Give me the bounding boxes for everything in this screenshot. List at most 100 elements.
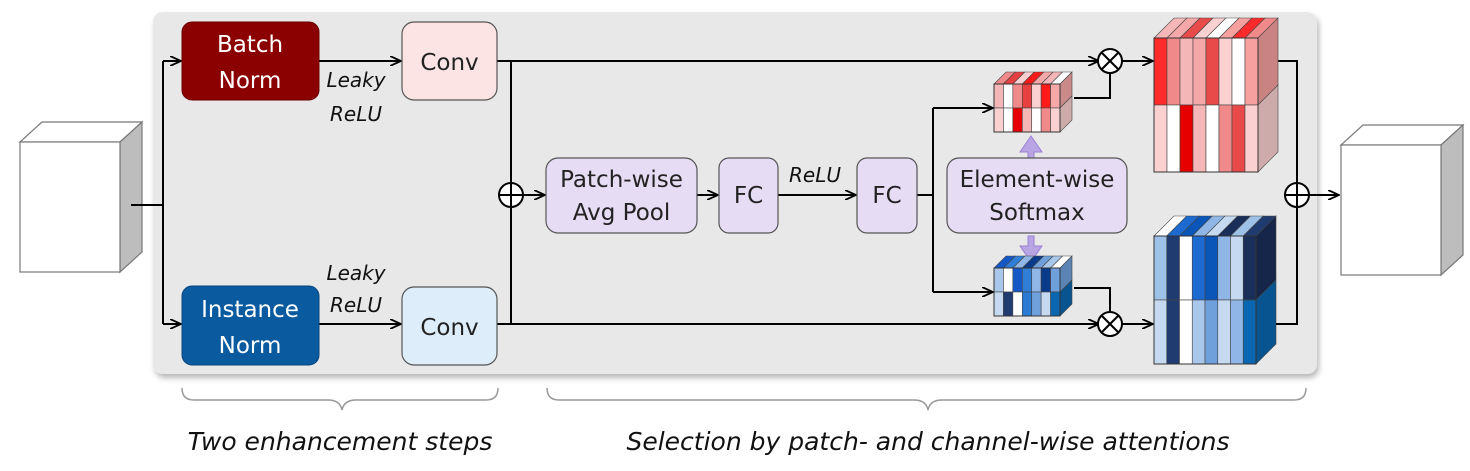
conv-bottom-block: Conv — [401, 286, 498, 366]
cube-front-cell — [1179, 235, 1193, 301]
multiply-operator-top — [1097, 48, 1123, 74]
cube-front-cell — [1021, 267, 1033, 293]
fc-1-block: FC — [718, 157, 779, 234]
cube-front-cell — [1003, 107, 1014, 133]
cube-front-cell — [1179, 104, 1194, 173]
leaky-relu-top-line1: Leaky — [326, 68, 386, 92]
cube-front-cell — [1242, 299, 1257, 365]
cube-front-cell — [1179, 37, 1194, 106]
cube-front-cell — [993, 107, 1004, 133]
cube-front-cell — [1166, 104, 1181, 173]
cube-front-cell — [1012, 291, 1023, 317]
caption-selection: Selection by patch- and channel-wise att… — [626, 427, 1229, 456]
cube-front-cell — [1031, 267, 1042, 293]
cube-front-cell — [1191, 299, 1206, 365]
batch-norm-block: Batch Norm — [181, 21, 320, 101]
instance-norm-label-2: Norm — [219, 333, 282, 359]
caption-enhancement: Two enhancement steps — [188, 427, 493, 456]
cube-front-cell — [1153, 235, 1168, 301]
cube-front-cell — [1003, 267, 1014, 293]
fc-1-label: FC — [734, 183, 763, 209]
sum-operator-left — [498, 182, 524, 208]
cube-front-cell — [1231, 104, 1246, 173]
cube-front-cell — [1217, 299, 1231, 365]
weighted-feature-cube-blue — [1153, 215, 1277, 365]
cube-front-cell — [1012, 107, 1023, 133]
cube-front-cell — [1192, 104, 1207, 173]
fc-2-label: FC — [872, 183, 901, 209]
sum-operator-right — [1284, 182, 1310, 208]
cube-front-cell — [1050, 291, 1061, 317]
weighted-feature-cube-red — [1153, 17, 1279, 173]
input-feature-cube — [18, 120, 144, 274]
cube-front-cell — [1153, 299, 1168, 365]
cube-front-cell — [1153, 104, 1168, 173]
cube-front-cell — [1217, 235, 1231, 301]
cube-front-cell — [1166, 37, 1181, 106]
cube-front-cell — [1003, 83, 1014, 109]
patch-attention-cube-red — [993, 71, 1073, 133]
cube-front-cell — [1231, 37, 1246, 106]
cube-front-cell — [1244, 37, 1259, 106]
cube-front-cell — [1021, 107, 1033, 133]
cube-front-cell — [1031, 107, 1042, 133]
batch-norm-label-1: Batch — [217, 32, 283, 58]
fc-2-block: FC — [856, 157, 918, 234]
cube-front-cell — [1230, 235, 1244, 301]
brace-right — [546, 387, 1307, 411]
cube-outline — [993, 83, 1061, 133]
cube-front-cell — [1031, 83, 1042, 109]
cube-front-cell — [1166, 299, 1180, 365]
element-softmax-label-1: Element-wise — [960, 167, 1115, 193]
cube-front-cell — [1031, 291, 1042, 317]
cube-front-cell — [1040, 291, 1051, 317]
leaky-relu-bottom-line1: Leaky — [326, 261, 386, 285]
patch-avg-pool-label-1: Patch-wise — [560, 167, 683, 193]
patch-avg-pool-block: Patch-wise Avg Pool — [545, 157, 698, 234]
cube-outline — [993, 267, 1061, 317]
cube-front-cell — [1204, 299, 1219, 365]
cube-outline — [1153, 235, 1257, 365]
conv-bottom-label: Conv — [420, 315, 478, 341]
element-softmax-label-2: Softmax — [989, 200, 1085, 226]
cube-front-cell — [1205, 104, 1220, 173]
relu-label: ReLU — [789, 163, 841, 187]
cube-front-cell — [1179, 299, 1193, 365]
output-feature-cube — [1339, 123, 1465, 277]
batch-norm-label-2: Norm — [219, 68, 282, 94]
cube-front-cell — [1191, 235, 1206, 301]
cube-front-cell — [1204, 235, 1219, 301]
multiply-operator-bottom — [1097, 311, 1123, 337]
cube-front-cell — [1153, 37, 1168, 106]
cube-front-cell — [993, 83, 1004, 109]
patch-attention-cube-blue — [993, 255, 1073, 317]
cube-front-cell — [993, 291, 1004, 317]
cube-front-cell — [1021, 291, 1033, 317]
cube-front-cell — [1218, 104, 1233, 173]
element-softmax-block: Element-wise Softmax — [946, 157, 1128, 234]
instance-norm-block: Instance Norm — [181, 285, 320, 366]
cube-front-cell — [993, 267, 1004, 293]
instance-norm-label-1: Instance — [201, 297, 299, 323]
cube-outline — [1153, 37, 1259, 173]
cube-front-cell — [1040, 107, 1051, 133]
cube-front-cell — [1012, 267, 1023, 293]
cube-front-cell — [1242, 235, 1257, 301]
conv-top-block: Conv — [401, 21, 498, 101]
leaky-relu-bottom-line2: ReLU — [330, 293, 382, 317]
leaky-relu-top-line2: ReLU — [330, 102, 382, 126]
cube-front-cell — [1244, 104, 1259, 173]
cube-front-cell — [1021, 83, 1033, 109]
cube-front-cell — [1050, 107, 1061, 133]
cube-front-cell — [1218, 37, 1233, 106]
cube-front-cell — [1166, 235, 1180, 301]
cube-front-cell — [1040, 83, 1051, 109]
cube-front-cell — [1050, 83, 1061, 109]
cube-front-cell — [1040, 267, 1051, 293]
connection-lines — [131, 61, 1338, 324]
cube-front-cell — [1050, 267, 1061, 293]
conv-top-label: Conv — [420, 50, 478, 76]
cube-front-cell — [1205, 37, 1220, 106]
cube-front-cell — [1003, 291, 1014, 317]
